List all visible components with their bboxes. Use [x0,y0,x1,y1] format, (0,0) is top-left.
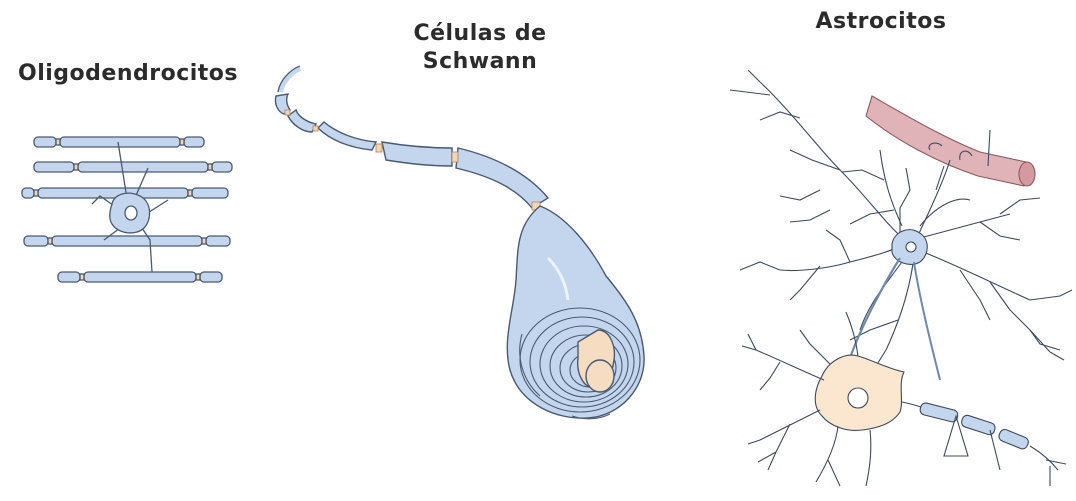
schwann-myelin-segments [275,94,548,208]
oligodendrocyte-nucleus [125,206,137,220]
neuron-nucleus [848,388,868,408]
neuron-axon [902,402,1066,486]
neuron-illustration [742,312,1066,486]
schwann-cell-illustration [275,66,644,419]
astrocyte-illustration [730,70,1072,380]
axon-row-4 [24,236,230,246]
oligodendrocyte-illustration [22,137,232,282]
axon-row-5 [58,272,222,282]
astrocyte-nucleus [906,242,916,252]
schwann-axon-end [586,360,614,392]
axon-row-2 [34,162,232,172]
blood-vessel-lumen [1019,162,1035,186]
